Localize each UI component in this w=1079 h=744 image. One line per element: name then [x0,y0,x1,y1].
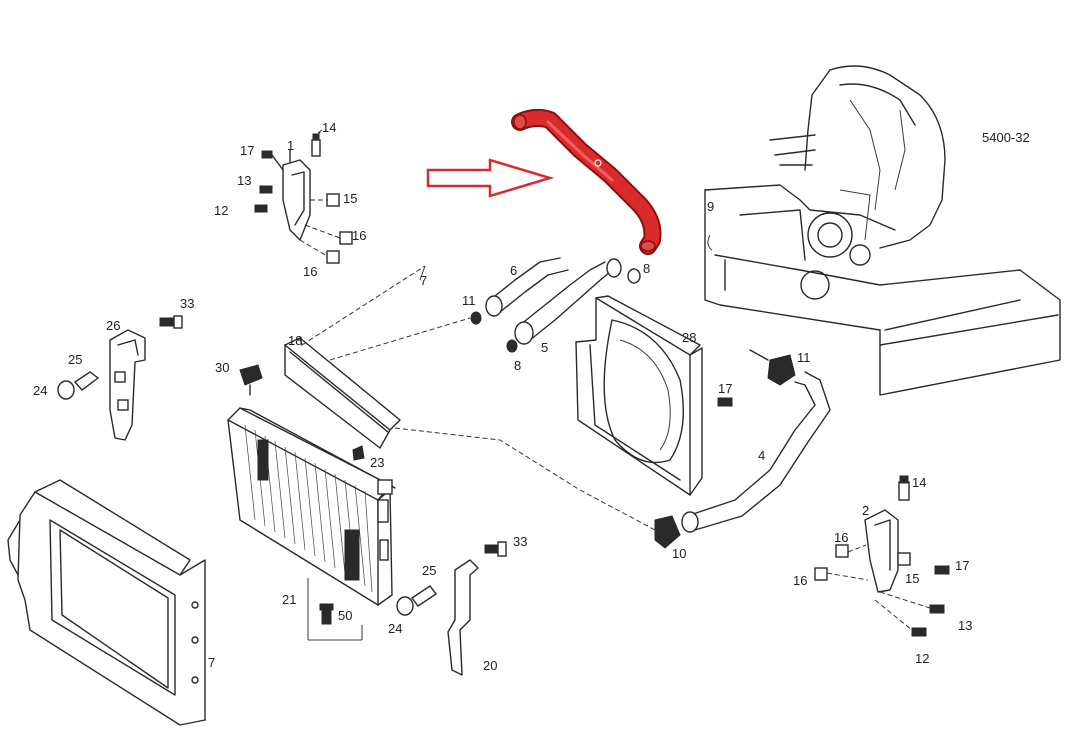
diagram-code: 5400-32 [982,130,1030,145]
bracket-assembly-top-left [254,133,353,264]
callout-33-bottom: 33 [513,534,527,549]
leader-lines [315,129,426,281]
clip-30 [239,364,263,396]
lower-hose-4 [394,349,831,549]
lower-shroud-7 [7,479,206,726]
callout-24-left: 24 [33,383,47,398]
fastener-group-21 [307,578,363,641]
callout-7-top: 7 [420,273,427,288]
callout-25-left: 25 [68,352,82,367]
callout-11-right: 11 [797,350,811,365]
callout-5: 5 [541,340,548,355]
callout-23: 23 [370,455,384,470]
hose-upper-6 [470,257,569,325]
pointer-arrow [426,158,555,198]
callout-30: 30 [215,360,229,375]
callout-15-top: 15 [343,191,357,206]
callout-50: 50 [338,608,352,623]
callout-17-top: 17 [240,143,254,158]
callout-2: 2 [862,503,869,518]
callout-25-bottom: 25 [422,563,436,578]
callout-21: 21 [282,592,296,607]
callout-16-bottom-a: 16 [834,530,848,545]
callout-8-top: 8 [643,261,650,276]
callout-28: 28 [682,330,696,345]
callout-14-top: 14 [322,120,336,135]
highlighted-radiator-hose[interactable] [511,108,662,255]
callout-13-bottom: 13 [958,618,972,633]
callout-15-bottom: 15 [905,571,919,586]
callout-16-bottom-b: 16 [793,573,807,588]
radiator-core [227,407,396,606]
callout-14-bottom: 14 [912,475,926,490]
callout-9: 9 [707,199,714,214]
callout-16-top-a: 16 [352,228,366,243]
radiator-tank-18 [284,265,471,449]
engine-block [704,65,1061,396]
fan-shroud-28 [575,295,703,496]
callout-18: 18 [288,333,302,348]
callout-16-top-b: 16 [303,264,317,279]
callout-6: 6 [510,263,517,278]
callout-13-top: 13 [237,173,251,188]
callout-12-bottom: 12 [915,651,929,666]
callout-labels: 14 17 1 13 15 12 16 16 9 7 6 8 11 8 5 18… [33,120,1030,673]
callout-1: 1 [287,138,294,153]
hose-lower-5 [506,258,641,353]
callout-8-mid: 8 [514,358,521,373]
callout-33-left: 33 [180,296,194,311]
bracket-assembly-bottom-right [814,475,950,637]
callout-7-bottom: 7 [208,655,215,670]
callout-24-bottom: 24 [388,621,402,636]
callout-20: 20 [483,658,497,673]
callout-17-bottom: 17 [955,558,969,573]
bracket-26 [57,315,183,441]
bushing-24-25 [396,585,438,616]
callout-26: 26 [106,318,120,333]
bolt-17-shroud [717,397,733,407]
bracket-20 [447,541,507,676]
callout-10: 10 [672,546,686,561]
callout-12-top: 12 [214,203,228,218]
callout-4: 4 [758,448,765,463]
callout-11-top: 11 [462,293,476,308]
callout-17-mid: 17 [718,381,732,396]
